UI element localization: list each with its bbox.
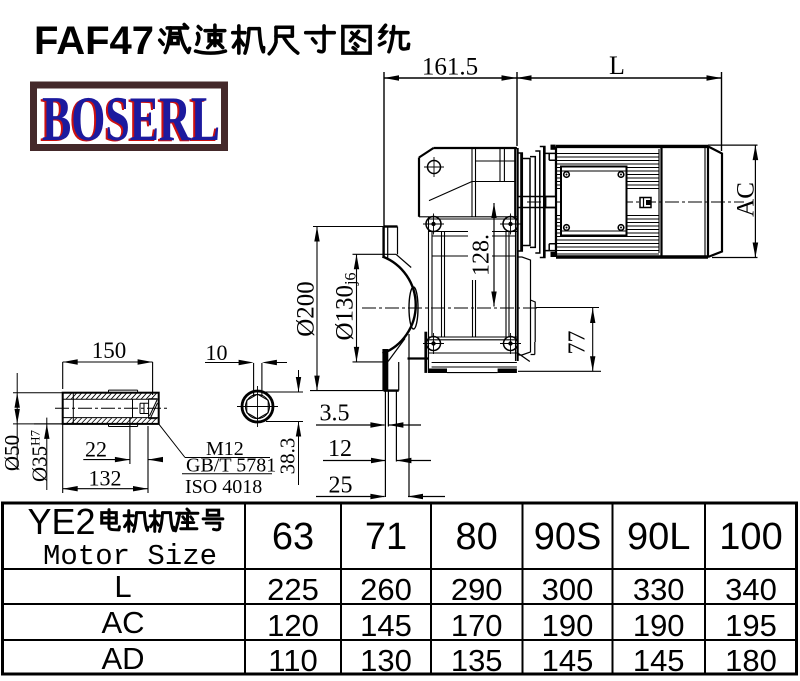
svg-text:YE2: YE2 [28, 501, 96, 542]
svg-text:110: 110 [268, 643, 317, 678]
svg-text:128.: 128. [469, 234, 495, 276]
svg-text:100: 100 [719, 516, 782, 558]
svg-text:190: 190 [633, 608, 685, 643]
svg-text:130: 130 [360, 643, 412, 678]
svg-text:3.5: 3.5 [320, 401, 350, 427]
svg-text:L: L [114, 569, 131, 604]
svg-text:90L: 90L [627, 516, 690, 558]
svg-text:BOSERL: BOSERL [42, 83, 220, 154]
svg-text:GB/T 5781: GB/T 5781 [186, 455, 276, 477]
svg-text:225: 225 [267, 572, 319, 607]
svg-text:Ø200: Ø200 [293, 281, 320, 337]
svg-text:AD: AD [101, 641, 144, 676]
svg-text:AC: AC [733, 182, 760, 217]
svg-text:22: 22 [85, 437, 107, 462]
svg-text:71: 71 [365, 516, 407, 558]
svg-text:77: 77 [565, 331, 591, 355]
svg-text:260: 260 [360, 572, 412, 607]
svg-text:330: 330 [633, 572, 685, 607]
svg-text:FAF47: FAF47 [34, 19, 154, 63]
svg-text:AC: AC [101, 605, 144, 640]
svg-text:BOSERL: BOSERL [40, 84, 218, 155]
svg-text:Motor Size: Motor Size [43, 540, 217, 573]
svg-text:290: 290 [451, 572, 503, 607]
svg-text:145: 145 [360, 608, 412, 643]
svg-text:190: 190 [542, 608, 594, 643]
svg-text:80: 80 [456, 516, 498, 558]
svg-text:38.3: 38.3 [276, 438, 300, 475]
svg-text:120: 120 [267, 608, 319, 643]
svg-text:ISO 4018: ISO 4018 [185, 476, 262, 498]
svg-text:150: 150 [92, 338, 127, 363]
svg-text:195: 195 [725, 608, 777, 643]
svg-text:63: 63 [272, 516, 314, 558]
svg-text:340: 340 [725, 572, 777, 607]
svg-text:10: 10 [206, 340, 228, 365]
svg-text:25: 25 [329, 473, 353, 499]
svg-text:Ø130j6: Ø130j6 [332, 272, 360, 340]
svg-text:132: 132 [89, 466, 122, 491]
svg-text:M12: M12 [206, 438, 244, 460]
svg-text:180: 180 [725, 643, 777, 678]
svg-text:Ø50: Ø50 [0, 435, 24, 471]
svg-text:145: 145 [542, 643, 594, 678]
svg-text:L: L [609, 51, 625, 80]
svg-text:161.5: 161.5 [422, 54, 478, 81]
svg-text:300: 300 [542, 572, 594, 607]
svg-text:90S: 90S [534, 516, 602, 558]
svg-text:170: 170 [451, 608, 503, 643]
svg-text:145: 145 [633, 643, 685, 678]
svg-text:Ø35H7: Ø35H7 [28, 429, 52, 482]
svg-text:135: 135 [451, 643, 503, 678]
svg-text:12: 12 [328, 436, 352, 462]
